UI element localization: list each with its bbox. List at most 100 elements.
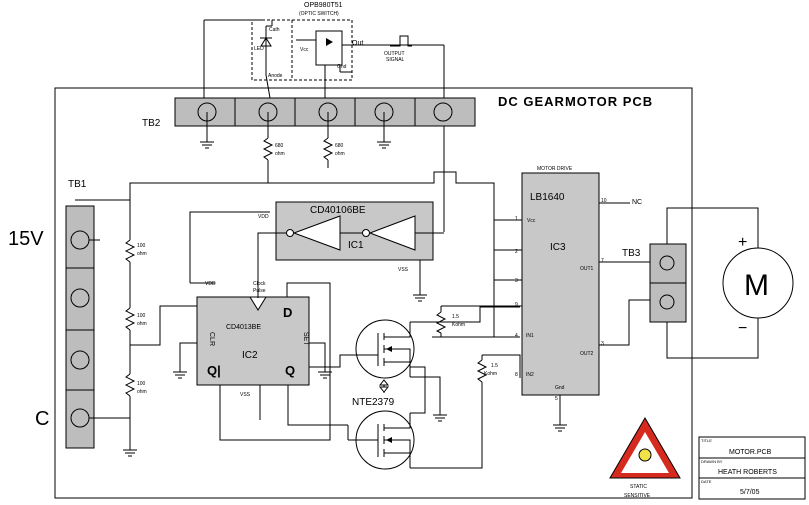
pin-out: Out [352,40,363,47]
ic3-pin-10: 10 [601,198,607,204]
r100c-unit: ohm [137,389,147,395]
tb-drawn-label: DRAWN BY [701,459,723,464]
r15b-value: 1.5 [491,363,498,369]
ic3-label: IC3 [550,242,566,253]
tb-date-label: DATE [701,479,712,484]
tb1-c: C [35,408,49,430]
optic-desc: (OPTIC SWITCH) [299,11,339,17]
ic2-set: SET [302,332,309,346]
ic3-out2: OUT2 [580,351,594,357]
ic3-pin-7: 7 [601,258,604,264]
resistor-1k5a [435,311,447,334]
pin-cath: Cath [269,27,280,33]
ic3-chip [521,172,600,396]
tb1-terminal-block [65,205,95,449]
warning-line1: STATIC [630,484,647,490]
ic2-q: Q [285,363,295,378]
ic1-part: CD40106BE [310,205,366,216]
ic3-pin-8: 8 [515,372,518,378]
detector-icon [326,38,333,46]
pin-anode: Anode [268,73,283,79]
pulse-icon [390,35,412,47]
arrow-up-icon [378,379,390,386]
resistor-1k5b [476,359,488,383]
ic3-pin-9: 9 [515,302,518,308]
ic3-pin-2: 2 [515,249,518,255]
ic3-title: MOTOR DRIVE [537,166,573,172]
ic3-gnd: Gnd [555,385,565,391]
output-signal-l2: SIGNAL [386,57,405,63]
tb-title-label: TITLE [701,438,712,443]
ic3-part: LB1640 [530,192,565,203]
ic1-vss: VSS [398,267,409,273]
ic2-clr: CLR [208,332,215,346]
r680a-value: 680 [275,143,284,149]
ic3-nc: NC [632,199,642,206]
resistor-100a [124,239,136,263]
tb-title: MOTOR.PCB [729,449,772,456]
ic2-vdd: VDD [205,281,216,287]
r15a-value: 1.5 [452,314,459,320]
pin-gnd: Gnd [337,64,347,70]
ic3-pin-4: 4 [515,333,518,339]
r100a-value: 100 [137,243,146,249]
r15a-unit: Kohm [452,322,465,328]
r100b-unit: ohm [137,321,147,327]
optic-switch-box [251,19,353,81]
ic3-pin-1: 1 [515,216,518,222]
board-outline [54,87,693,499]
resistor-100b [124,307,136,331]
ic2-part: CD4013BE [226,324,261,331]
pin-led: LED [254,46,264,52]
optic-part: OPB980T51 [304,2,343,9]
mosfet-label: NTE2379 [352,397,395,408]
ic2-label: IC2 [242,350,258,361]
tb1-terminals [66,230,94,428]
ic3-out1: OUT1 [580,266,594,272]
tb1-label: TB1 [68,179,87,190]
arrow-down-icon [378,386,390,393]
r680b-unit: ohm [335,151,345,157]
ic2-vss: VSS [240,392,251,398]
resistor-100c [124,373,136,397]
motor-plus: + [738,234,747,251]
ic2-d: D [283,305,292,320]
r680a-unit: ohm [275,151,285,157]
title-block [698,436,806,500]
ic3-vcc: Vcc [527,218,536,224]
ic3-in1: IN1 [526,333,534,339]
tb-date: 5/7/05 [740,489,760,496]
r100b-value: 100 [137,313,146,319]
ic2-pulse: Pulse [253,288,266,294]
motor-icon [722,247,794,319]
resistor-680a [262,137,274,161]
ic3-pin-5: 5 [555,396,558,402]
tb2-terminal-block [174,97,476,127]
tb3-terminal-1 [659,255,675,271]
r100a-unit: ohm [137,251,147,257]
ic1-vdd: VDD [258,214,269,220]
ic2-chip [196,296,310,386]
ic1-label: IC1 [348,240,364,251]
ic2-qbar: Q| [207,363,221,378]
ic3-in2: IN2 [526,372,534,378]
detector-ic [315,30,343,66]
r100c-value: 100 [137,381,146,387]
ic3-pin-3b: 3 [601,341,604,347]
tb2-label: TB2 [142,118,161,129]
r680b-value: 680 [335,143,344,149]
tb1-15v: 15V [8,228,44,250]
board-title: DC GEARMOTOR PCB [498,94,653,109]
tb-drawn: HEATH ROBERTS [718,469,777,476]
ic2-clock: Clock [253,281,266,287]
ic3-pin-3: 3 [515,278,518,284]
pin-vcc: Vcc [300,47,309,53]
tb3-terminal-2 [659,294,675,310]
output-signal-l1: OUTPUT [384,51,405,57]
resistor-680b [322,137,334,161]
tb3-label: TB3 [622,248,641,259]
motor-minus: − [738,320,747,337]
warning-line2: SENSITIVE [624,493,651,499]
r15b-unit: Kohm [484,371,497,377]
